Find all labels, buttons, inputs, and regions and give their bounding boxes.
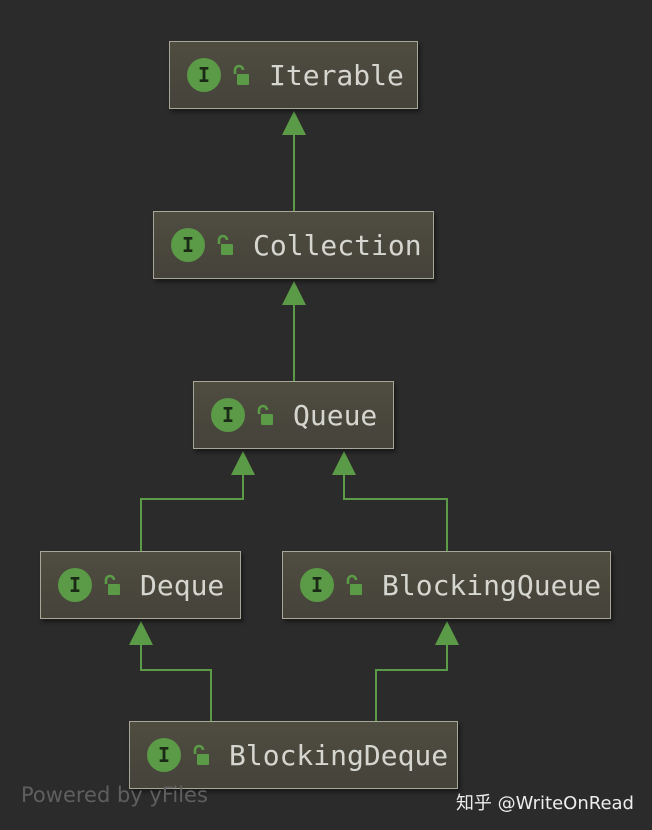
arrowhead-icon xyxy=(282,111,306,135)
node-label: Deque xyxy=(140,568,225,602)
interface-icon: I xyxy=(58,568,92,602)
edge-blockingdeque-to-blockingqueue xyxy=(375,621,459,721)
edge-collection-to-iterable xyxy=(282,111,306,211)
node-label: BlockingQueue xyxy=(382,568,602,602)
unlocked-padlock-icon xyxy=(257,404,273,425)
edge-deque-to-queue xyxy=(140,451,255,551)
node-label: Queue xyxy=(293,398,378,432)
interface-icon: I xyxy=(171,228,205,262)
edge-blockingdeque-to-deque xyxy=(129,621,212,721)
node-blockingdeque[interactable]: I BlockingDeque xyxy=(129,721,458,789)
node-label: Collection xyxy=(253,228,422,262)
watermark: 知乎 @WriteOnRead xyxy=(455,793,634,814)
arrowhead-icon xyxy=(332,451,356,475)
arrowhead-icon xyxy=(282,281,306,305)
interface-icon: I xyxy=(300,568,334,602)
arrowhead-icon xyxy=(231,451,255,475)
edge-queue-to-collection xyxy=(282,281,306,381)
node-queue[interactable]: I Queue xyxy=(193,381,394,449)
node-collection[interactable]: I Collection xyxy=(153,211,434,279)
arrowhead-icon xyxy=(435,621,459,645)
node-iterable[interactable]: I Iterable xyxy=(169,41,418,109)
node-deque[interactable]: I Deque xyxy=(40,551,241,619)
interface-icon: I xyxy=(147,738,181,772)
unlocked-padlock-icon xyxy=(233,64,249,85)
unlocked-padlock-icon xyxy=(217,234,233,255)
node-label: Iterable xyxy=(269,58,404,92)
edge-blockingqueue-to-queue xyxy=(332,451,448,551)
interface-icon: I xyxy=(187,58,221,92)
node-label: BlockingDeque xyxy=(229,738,449,772)
unlocked-padlock-icon xyxy=(193,744,209,765)
node-blockingqueue[interactable]: I BlockingQueue xyxy=(282,551,611,619)
arrowhead-icon xyxy=(129,621,153,645)
unlocked-padlock-icon xyxy=(346,574,362,595)
unlocked-padlock-icon xyxy=(104,574,120,595)
interface-icon: I xyxy=(211,398,245,432)
powered-by-text: Powered by yFiles xyxy=(21,783,208,807)
